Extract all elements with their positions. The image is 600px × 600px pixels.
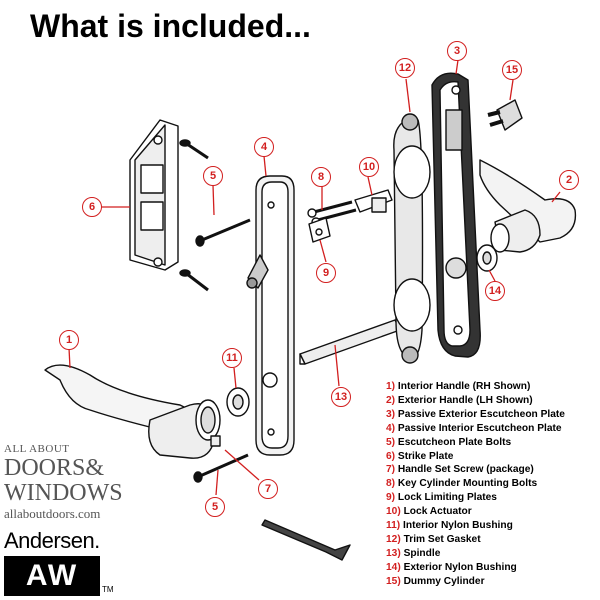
callout-5-top: 5 [203,166,223,186]
callout-3: 3 [447,41,467,61]
callout-7: 7 [258,479,278,499]
strike-plate [129,119,179,271]
brand-url: allaboutdoors.com [4,506,101,521]
callout-9: 9 [316,263,336,283]
legend-item: 13) Spindle [386,547,441,559]
legend-item: 10) Lock Actuator [386,506,472,518]
legend-item: 12) Trim Set Gasket [386,533,481,545]
legend-item: 5) Escutcheon Plate Bolts [386,436,512,448]
exterior-nylon-bushing [476,244,498,272]
callout-10: 10 [359,157,379,177]
legend-item: 1) Interior Handle (RH Shown) [386,381,531,392]
callout-14: 14 [485,281,505,301]
exterior-escutcheon-plate [431,72,481,358]
interior-nylon-bushing [226,387,250,417]
legend-item: 15) Dummy Cylinder [386,575,485,587]
dummy-cylinder [487,99,523,131]
callout-1: 1 [59,330,79,350]
legend-item: 4) Passive Interior Escutcheon Plate [386,422,562,434]
legend-item: 3) Passive Exterior Escutcheon Plate [386,408,565,420]
legend-item: 11) Interior Nylon Bushing [386,520,513,532]
legend-item: 7) Handle Set Screw (package) [386,464,534,476]
andersen-aw-logo: AW [4,556,100,596]
brand-doors: DOORS& [4,455,105,481]
callout-4: 4 [254,137,274,157]
lock-limiting-plates [308,217,331,243]
legend-item: 14) Exterior Nylon Bushing [386,561,517,573]
spindle [299,319,401,365]
legend-item: 8) Key Cylinder Mounting Bolts [386,478,538,490]
callout-2: 2 [559,170,579,190]
parts-legend: 1) Interior Handle (RH Shown) 2) Exterio… [386,380,598,589]
strike-screw [179,139,209,292]
callout-15: 15 [502,60,522,80]
interior-handle [44,364,221,459]
brand-windows: WINDOWS [4,480,123,506]
callout-8: 8 [311,167,331,187]
escutcheon-bolt [193,218,251,483]
andersen-wordmark: Andersen. [4,528,100,553]
legend-item: 2) Exterior Handle (LH Shown) [386,394,533,406]
interior-escutcheon-plate [246,175,295,456]
callout-6: 6 [82,197,102,217]
callout-13: 13 [331,387,351,407]
allen-key [261,519,351,561]
lock-actuator [354,189,393,213]
page-title: What is included... [30,8,311,44]
set-screw [210,435,221,447]
trim-set-gasket [393,113,431,364]
callout-5-bottom: 5 [205,497,225,517]
callout-12: 12 [395,58,415,78]
legend-item: 6) Strike Plate [386,450,454,462]
trademark-mark: TM [102,585,114,594]
brand-all-about: ALL ABOUT [4,443,70,455]
exterior-handle [479,159,577,253]
callout-11: 11 [222,348,242,368]
legend-item: 9) Lock Limiting Plates [386,492,497,504]
callout-leaders [68,59,561,496]
